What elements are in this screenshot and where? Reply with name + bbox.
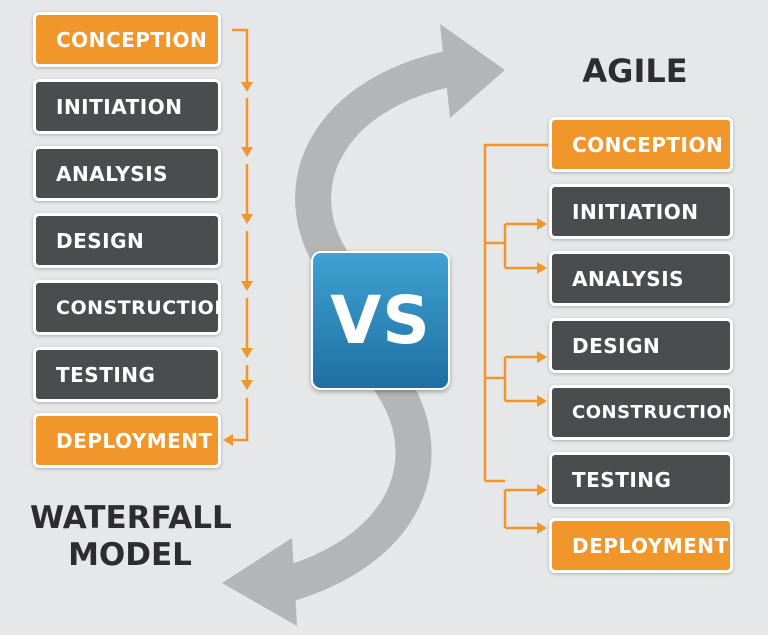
waterfall-title-line1: WATERFALL (30, 500, 232, 536)
waterfall-title-line2: MODEL (68, 537, 192, 573)
step-label: TESTING (56, 362, 156, 387)
waterfall-step-testing: TESTING (33, 347, 221, 402)
waterfall-title: WATERFALL MODEL (30, 500, 232, 574)
vs-badge: VS (311, 251, 450, 390)
step-label: INITIATION (56, 94, 183, 119)
step-label: ANALYSIS (56, 161, 169, 186)
agile-title: AGILE (582, 52, 688, 90)
step-label: TESTING (572, 467, 672, 492)
step-label: ANALYSIS (572, 266, 685, 291)
agile-step-initiation: INITIATION (549, 184, 733, 239)
waterfall-step-deployment: DEPLOYMENT (33, 413, 221, 468)
step-label: CONSTRUCTION (572, 402, 733, 423)
step-label: CONSTRUCTION (56, 296, 221, 319)
agile-step-deployment: DEPLOYMENT (549, 518, 733, 573)
agile-step-testing: TESTING (549, 452, 733, 507)
waterfall-step-analysis: ANALYSIS (33, 146, 221, 201)
step-label: DEPLOYMENT (56, 428, 213, 453)
step-label: DESIGN (572, 333, 661, 358)
step-label: CONCEPTION (56, 27, 208, 52)
step-label: DEPLOYMENT (572, 533, 729, 558)
step-label: INITIATION (572, 199, 699, 224)
waterfall-step-initiation: INITIATION (33, 79, 221, 134)
agile-step-design: DESIGN (549, 318, 733, 373)
waterfall-step-design: DESIGN (33, 213, 221, 268)
step-label: DESIGN (56, 228, 145, 253)
agile-step-construction: CONSTRUCTION (549, 385, 733, 440)
agile-step-analysis: ANALYSIS (549, 251, 733, 306)
waterfall-step-conception: CONCEPTION (33, 12, 221, 67)
step-label: CONCEPTION (572, 132, 724, 157)
waterfall-step-construction: CONSTRUCTION (33, 280, 221, 335)
agile-step-conception: CONCEPTION (549, 117, 733, 172)
